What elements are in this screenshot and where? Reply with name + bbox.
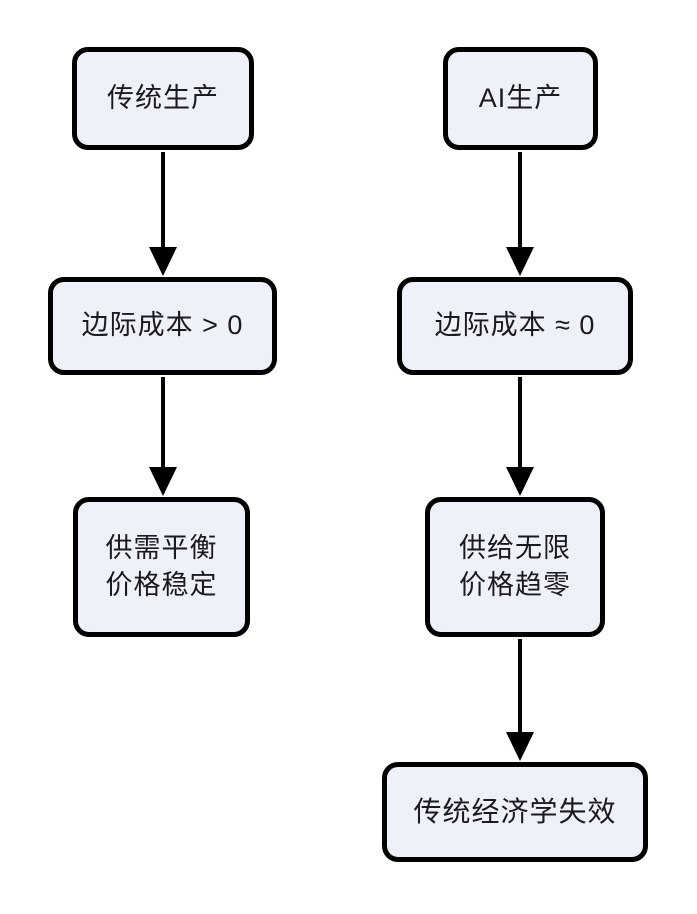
node-label-line: 传统生产 <box>107 82 219 113</box>
arrow-shaft <box>518 639 522 733</box>
node-traditional-economics-failure[interactable]: 传统经济学失效 <box>382 762 648 862</box>
arrow-shaft <box>518 152 522 248</box>
node-marginal-cost-positive[interactable]: 边际成本 > 0 <box>48 277 277 375</box>
arrow-infinite-supply-to-economics-failure <box>506 639 534 761</box>
node-label-line: 边际成本 ≈ 0 <box>434 310 596 341</box>
arrow-head-icon <box>149 467 177 496</box>
arrow-shaft <box>161 152 165 248</box>
node-label-line: 价格趋零 <box>459 570 571 600</box>
node-ai-production[interactable]: AI生产 <box>443 47 598 150</box>
arrow-head-icon <box>506 247 534 276</box>
arrow-ai-production-to-marginal-cost-zero <box>506 152 534 276</box>
arrow-traditional-production-to-marginal-cost-positive <box>149 152 177 276</box>
arrow-head-icon <box>506 467 534 496</box>
arrow-marginal-cost-zero-to-infinite-supply <box>506 377 534 496</box>
node-label-line: 价格稳定 <box>105 570 218 600</box>
node-supply-demand-balance[interactable]: 供需平衡 价格稳定 <box>73 497 250 637</box>
node-marginal-cost-zero[interactable]: 边际成本 ≈ 0 <box>397 277 633 375</box>
arrow-head-icon <box>506 732 534 761</box>
node-label-line: 边际成本 > 0 <box>81 310 244 341</box>
node-label-line: AI生产 <box>478 82 563 113</box>
arrow-shaft <box>161 377 165 468</box>
node-label-line: 传统经济学失效 <box>413 795 617 827</box>
arrow-marginal-cost-positive-to-supply-demand-balance <box>149 377 177 496</box>
arrow-shaft <box>518 377 522 468</box>
node-label-line: 供给无限 <box>459 532 571 563</box>
node-label-line: 供需平衡 <box>105 532 218 563</box>
node-infinite-supply[interactable]: 供给无限 价格趋零 <box>425 497 605 637</box>
arrow-head-icon <box>149 247 177 276</box>
node-traditional-production[interactable]: 传统生产 <box>72 47 254 150</box>
